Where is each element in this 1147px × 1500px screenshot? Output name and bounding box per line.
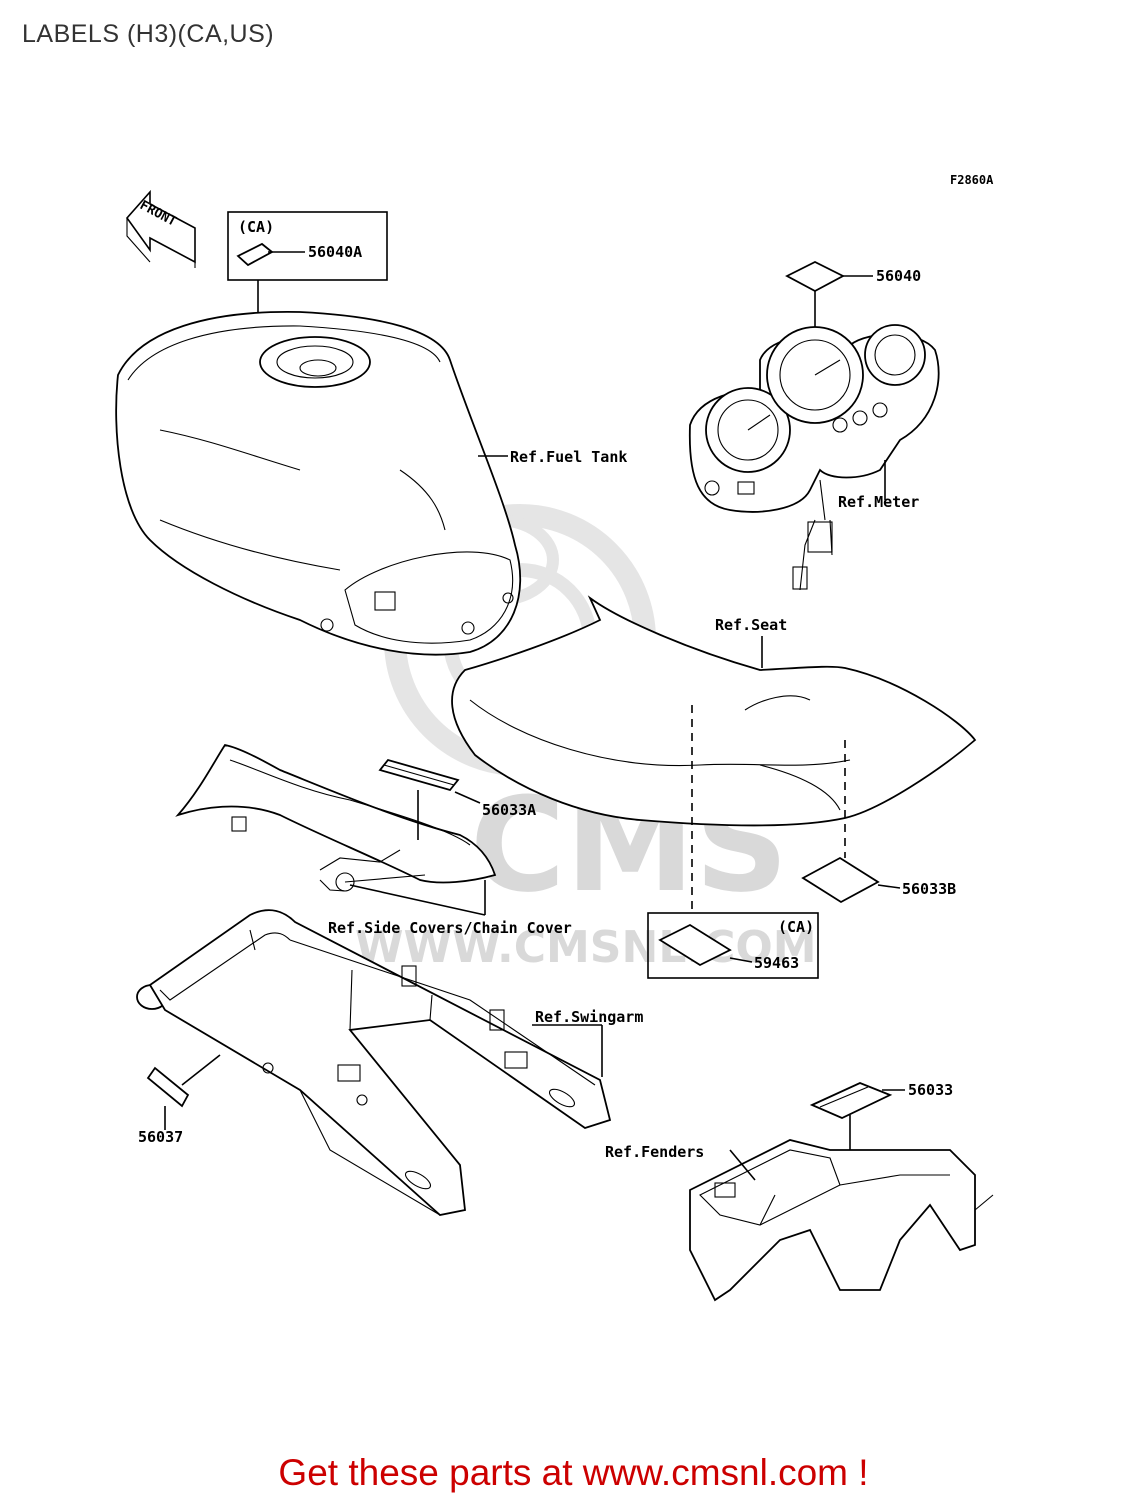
fenders	[689, 1139, 994, 1302]
label-56033: 56033	[908, 1081, 953, 1099]
label-59463: 59463	[754, 954, 799, 972]
ca-box-56040A: (CA) 56040A	[227, 211, 388, 281]
label-56033A: 56033A	[482, 801, 536, 819]
label-56037: 56037	[138, 1128, 183, 1146]
ca-box-2-region: (CA)	[778, 918, 814, 936]
part-56033B: 56033B	[801, 856, 956, 904]
footer-text[interactable]: Get these parts at www.cmsnl.com !	[278, 1452, 869, 1493]
part-56033: 56033	[809, 1081, 953, 1175]
label-ref-swingarm: Ref.Swingarm	[535, 1008, 643, 1026]
meter	[688, 324, 940, 591]
footer-cta[interactable]: Get these parts at www.cmsnl.com !	[0, 1452, 1147, 1494]
ca-box-59463: (CA) 59463	[647, 912, 819, 979]
label-ref-fuel-tank: Ref.Fuel Tank	[510, 448, 627, 466]
label-56040A: 56040A	[308, 243, 362, 261]
chain-cover	[175, 743, 497, 892]
front-arrow-icon: FRONT	[125, 189, 196, 268]
figure-code: F2860A	[950, 173, 994, 187]
label-ref-side-covers: Ref.Side Covers/Chain Cover	[328, 919, 572, 937]
fuel-tank	[115, 310, 522, 656]
watermark-site: WWW.CMSNL.COM	[355, 922, 817, 973]
swingarm	[136, 909, 612, 1216]
ca-box-1-region: (CA)	[238, 218, 274, 236]
label-ref-meter: Ref.Meter	[838, 493, 919, 511]
label-ref-fenders: Ref.Fenders	[605, 1143, 704, 1161]
part-56033A: 56033A	[378, 758, 536, 840]
label-ref-seat: Ref.Seat	[715, 616, 787, 634]
page-title: LABELS (H3)(CA,US)	[22, 20, 275, 48]
part-56037: 56037	[138, 1054, 221, 1146]
part-56040: 56040	[785, 260, 921, 360]
label-56033B: 56033B	[902, 880, 956, 898]
label-56040: 56040	[876, 267, 921, 285]
front-arrow-label: FRONT	[137, 198, 179, 230]
